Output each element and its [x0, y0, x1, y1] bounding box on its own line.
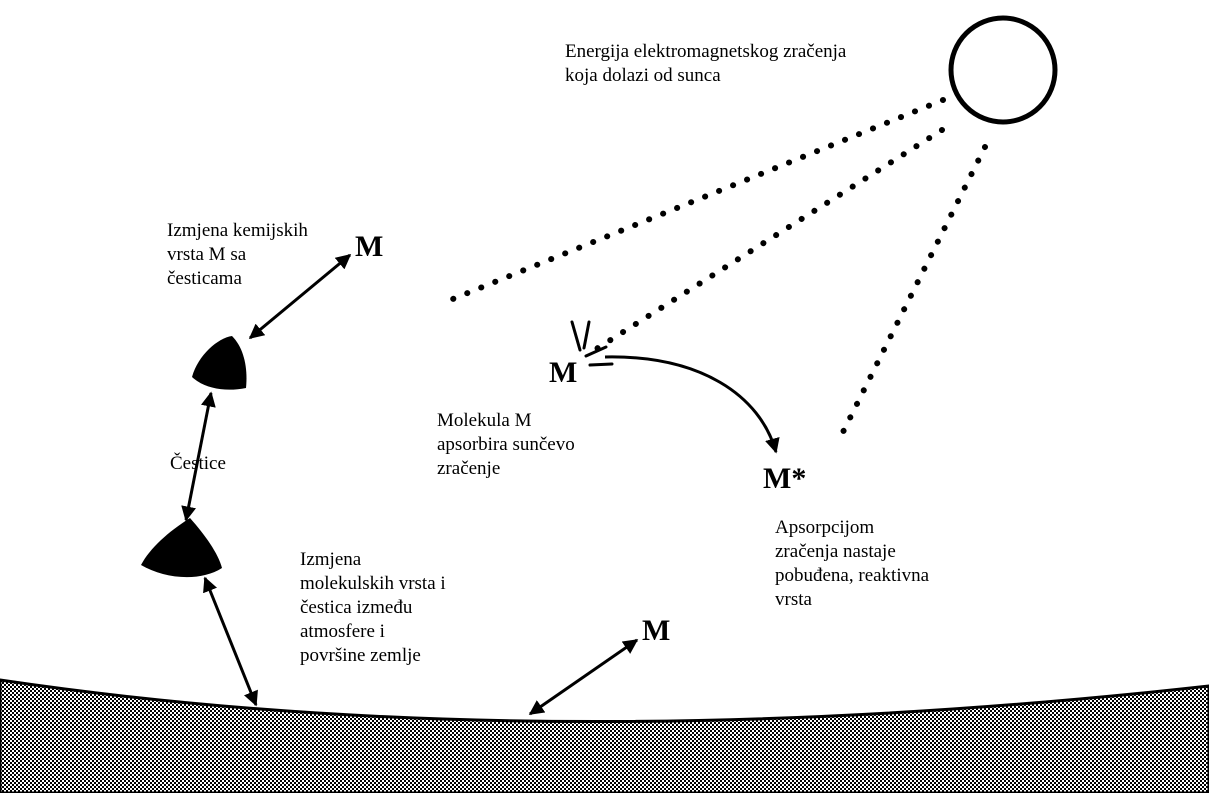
- label-line: zračenja nastaje: [775, 541, 896, 562]
- arrow-particle-to-surface: [203, 576, 258, 707]
- label-line: Energija elektromagnetskog zračenja: [565, 41, 847, 62]
- arrow-between-particles: [181, 391, 216, 522]
- label-excited-species: Apsorpcijom zračenja nastaje pobuđena, r…: [775, 516, 929, 612]
- label-line: česticama: [167, 268, 242, 289]
- m-symbol-surface: M: [642, 614, 671, 647]
- label-line: koja dolazi od sunca: [565, 65, 721, 86]
- label-line: površine zemlje: [300, 645, 421, 666]
- earth-surface: [0, 678, 1209, 793]
- radiation-rays: [440, 97, 988, 437]
- label-line: vrsta M sa: [167, 244, 247, 265]
- label-particles: Čestice: [170, 453, 226, 474]
- label-exchange-particles: Izmjena kemijskih vrsta M sa česticama: [167, 219, 308, 291]
- label-line: pobuđena, reaktivna: [775, 565, 930, 586]
- ray-left: [440, 97, 946, 306]
- arrow-absorption-to-excited: [604, 355, 780, 454]
- label-line: molekulskih vrsta i: [300, 573, 446, 594]
- arrow-particle-to-m: [248, 253, 352, 340]
- label-line: Apsorpcijom: [775, 517, 875, 538]
- label-line: apsorbira sunčevo: [437, 434, 575, 455]
- label-line: Molekula M: [437, 410, 532, 431]
- label-line: atmosfere i: [300, 621, 385, 642]
- ray-right: [839, 144, 988, 437]
- ray-middle: [587, 127, 945, 356]
- m-symbol-excited: M*: [763, 462, 807, 495]
- label-sun-energy: Energija elektromagnetskog zračenja koja…: [565, 40, 846, 88]
- m-symbol-top: M: [355, 230, 384, 263]
- absorption-marks: [570, 320, 614, 367]
- label-line: čestica između: [300, 597, 413, 618]
- m-symbol-absorbing: M: [549, 356, 578, 389]
- label-line: Izmjena kemijskih: [167, 220, 308, 241]
- label-molecule-absorbs: Molekula M apsorbira sunčevo zračenje: [437, 409, 575, 481]
- sun-circle: [948, 15, 1058, 125]
- label-line: vrsta: [775, 589, 812, 610]
- particle-lower: [141, 518, 222, 578]
- label-line: Izmjena: [300, 549, 362, 570]
- arrow-surface-to-m: [528, 638, 639, 716]
- particle-upper: [192, 336, 247, 390]
- label-line: zračenje: [437, 458, 501, 479]
- label-surface-exchange: Izmjena molekulskih vrsta i čestica izme…: [300, 548, 446, 668]
